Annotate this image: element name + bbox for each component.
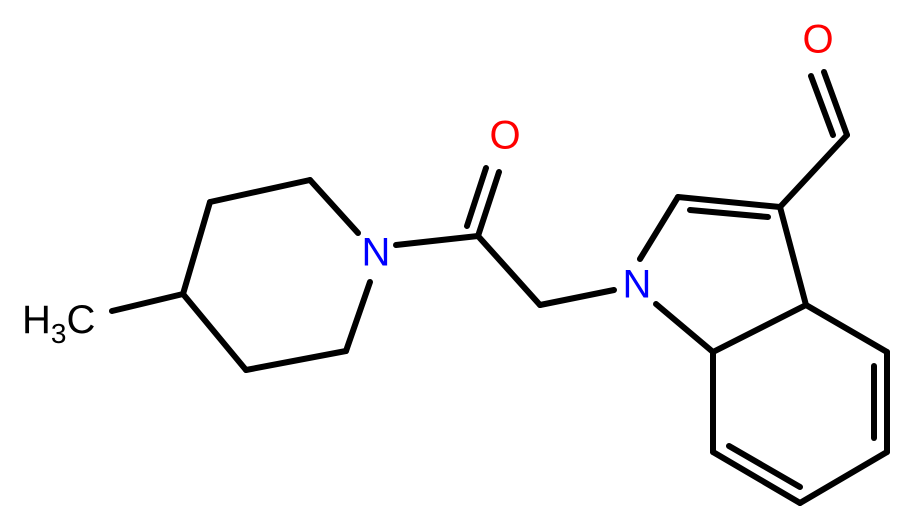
aldehyde-oxygen-label: O [802, 18, 833, 62]
bond-c2-n [307, 177, 361, 236]
bond-ch2-indole-n [537, 287, 617, 308]
methyl-hydrogen: H [22, 298, 51, 342]
bond-c5-c4 [180, 291, 249, 373]
methyl-carbon: C [66, 298, 95, 342]
bond-c3a-c4 [803, 302, 890, 355]
bond-carbonyl-ch2 [475, 233, 543, 308]
acetyl-linker [393, 165, 617, 308]
indole-ring [637, 194, 890, 506]
bond-c7a-n1 [653, 301, 716, 355]
piperidine-nitrogen-label: N [362, 231, 391, 275]
bond-c3-cho [777, 132, 850, 210]
bond-c3a-c7a [710, 302, 809, 355]
bond-cho-oxygen-a [821, 69, 850, 138]
bond-c5-c6 [797, 449, 890, 506]
bond-c6-c5 [243, 348, 349, 373]
bond-c4-c3 [180, 199, 213, 297]
bond-c6-c7-inner [726, 443, 803, 490]
bond-c2-c3 [675, 194, 783, 210]
bond-n-carbonyl [393, 233, 481, 248]
methyl-label: H3C [22, 298, 95, 349]
indole-nitrogen-label: N [623, 263, 652, 307]
bond-carbonyl-oxygen-a [475, 169, 502, 239]
bond-carbonyl-oxygen-b [464, 165, 489, 229]
bond-n-c6 [343, 279, 373, 354]
bond-c6-c7 [710, 449, 803, 506]
bond-c3-c3a [777, 204, 809, 308]
bond-c2-c3-inner [687, 207, 771, 220]
piperidine-ring [109, 177, 373, 373]
bond-c3-c2 [207, 177, 313, 205]
amide-oxygen-label: O [489, 114, 520, 158]
bond-c4-methyl [109, 291, 186, 314]
bond-n1-c2 [637, 194, 681, 262]
methyl-subscript: 3 [51, 318, 67, 349]
bond-cho-oxygen-b [808, 73, 836, 138]
aldehyde-group [777, 69, 850, 210]
